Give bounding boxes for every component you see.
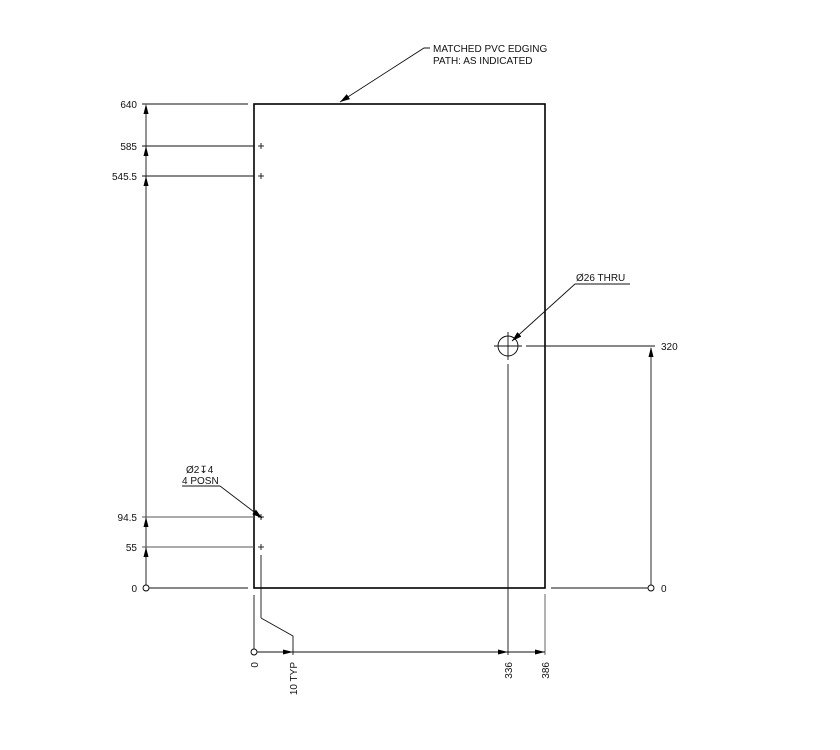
dim-0-right: 0 [661, 584, 667, 595]
edging-callout: MATCHED PVC EDGING PATH: AS INDICATED [339, 44, 547, 103]
bottom-ordinate-dims: 0 10 TYP 336 386 [250, 555, 552, 695]
dim-585: 585 [120, 142, 137, 153]
small-hole-callout: Ø2↧4 4 POSN [182, 465, 263, 519]
hole-marker-55 [258, 544, 264, 550]
small-hole-qty: 4 POSN [182, 476, 219, 487]
large-hole-callout: Ø26 THRU [511, 273, 630, 342]
dim-640: 640 [120, 100, 137, 111]
large-hole [494, 332, 655, 655]
dim-386: 386 [541, 662, 552, 679]
edging-callout-line1: MATCHED PVC EDGING [433, 44, 547, 55]
dim-0-bottom: 0 [250, 662, 261, 668]
small-hole-markers [258, 143, 264, 550]
dim-320: 320 [661, 342, 678, 353]
dim-0-left: 0 [131, 584, 137, 595]
left-ordinate-dims: 640 585 545.5 94.5 55 0 [112, 100, 254, 595]
dim-55: 55 [126, 543, 138, 554]
hole-marker-585 [258, 143, 264, 149]
right-ordinate-dims: 320 0 [551, 342, 678, 595]
dim-545-5: 545.5 [112, 172, 137, 183]
dim-336: 336 [504, 662, 515, 679]
small-hole-spec: Ø2↧4 [186, 465, 214, 476]
large-hole-spec: Ø26 THRU [576, 273, 625, 284]
edging-callout-line2: PATH: AS INDICATED [433, 56, 532, 67]
dim-94-5: 94.5 [118, 513, 138, 524]
hole-marker-545-5 [258, 173, 264, 179]
dim-10-typ: 10 TYP [289, 662, 300, 695]
